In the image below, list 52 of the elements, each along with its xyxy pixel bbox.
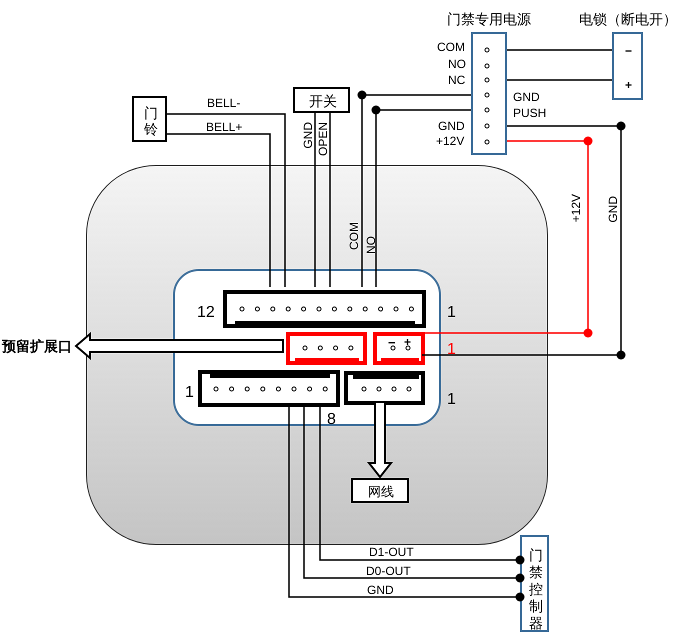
heading: 电锁（断电开） bbox=[579, 11, 677, 27]
pin-label: NO bbox=[448, 57, 466, 71]
wire bbox=[167, 133, 271, 287]
terminal-sign: − bbox=[625, 44, 632, 58]
hollow-arrow bbox=[366, 401, 394, 479]
wire bbox=[314, 113, 316, 287]
wire-label: BELL+ bbox=[206, 120, 242, 134]
wire bbox=[375, 109, 471, 287]
device-box bbox=[351, 478, 409, 503]
pin-number: 1 bbox=[447, 341, 456, 359]
device-box bbox=[293, 87, 350, 113]
wire bbox=[329, 113, 331, 287]
wire-label: OPEN bbox=[316, 122, 330, 156]
pin-number: 1 bbox=[185, 384, 194, 402]
pin-label: PUSH bbox=[513, 106, 546, 120]
heading: 门禁专用电源 bbox=[447, 11, 531, 27]
polarity-sign: + bbox=[404, 335, 412, 349]
connector-socket bbox=[286, 332, 367, 365]
pin-number: 1 bbox=[447, 391, 456, 409]
box-label: 网线 bbox=[368, 485, 394, 499]
port-label: 预留扩展口 bbox=[2, 337, 72, 355]
wire bbox=[422, 140, 589, 334]
pin-label: +12V bbox=[436, 134, 464, 148]
wire-label: GND bbox=[606, 196, 620, 223]
pin-label: GND bbox=[513, 90, 540, 104]
wire-label: NO bbox=[364, 236, 378, 254]
pin-number: 1 bbox=[447, 304, 456, 322]
wire bbox=[507, 79, 612, 81]
pin-label: NC bbox=[448, 73, 466, 87]
box-label: 门铃 bbox=[144, 105, 159, 137]
reader-body bbox=[86, 165, 548, 545]
device-box bbox=[132, 96, 167, 142]
pin-number: 12 bbox=[197, 304, 215, 322]
hollow-arrow bbox=[74, 332, 284, 360]
box-label: 开关 bbox=[309, 93, 337, 109]
pin-label: GND bbox=[438, 119, 465, 133]
wire bbox=[361, 94, 471, 287]
pin-number: 8 bbox=[327, 411, 336, 429]
polarity-sign: − bbox=[388, 336, 396, 350]
wire bbox=[507, 49, 612, 51]
device-box bbox=[520, 535, 549, 632]
wire bbox=[167, 113, 286, 287]
pin-label: COM bbox=[437, 40, 465, 54]
wire-label: GND bbox=[367, 583, 394, 597]
wire-label: D0-OUT bbox=[366, 564, 411, 578]
wire-label: COM bbox=[347, 222, 361, 250]
terminal-sign: + bbox=[625, 78, 632, 92]
box-label: 门禁控制器 bbox=[529, 547, 544, 632]
wire-label: +12V bbox=[569, 194, 583, 222]
wire-label: D1-OUT bbox=[369, 545, 414, 559]
wire-label: GND bbox=[301, 122, 315, 149]
wire-label: BELL- bbox=[207, 96, 240, 110]
